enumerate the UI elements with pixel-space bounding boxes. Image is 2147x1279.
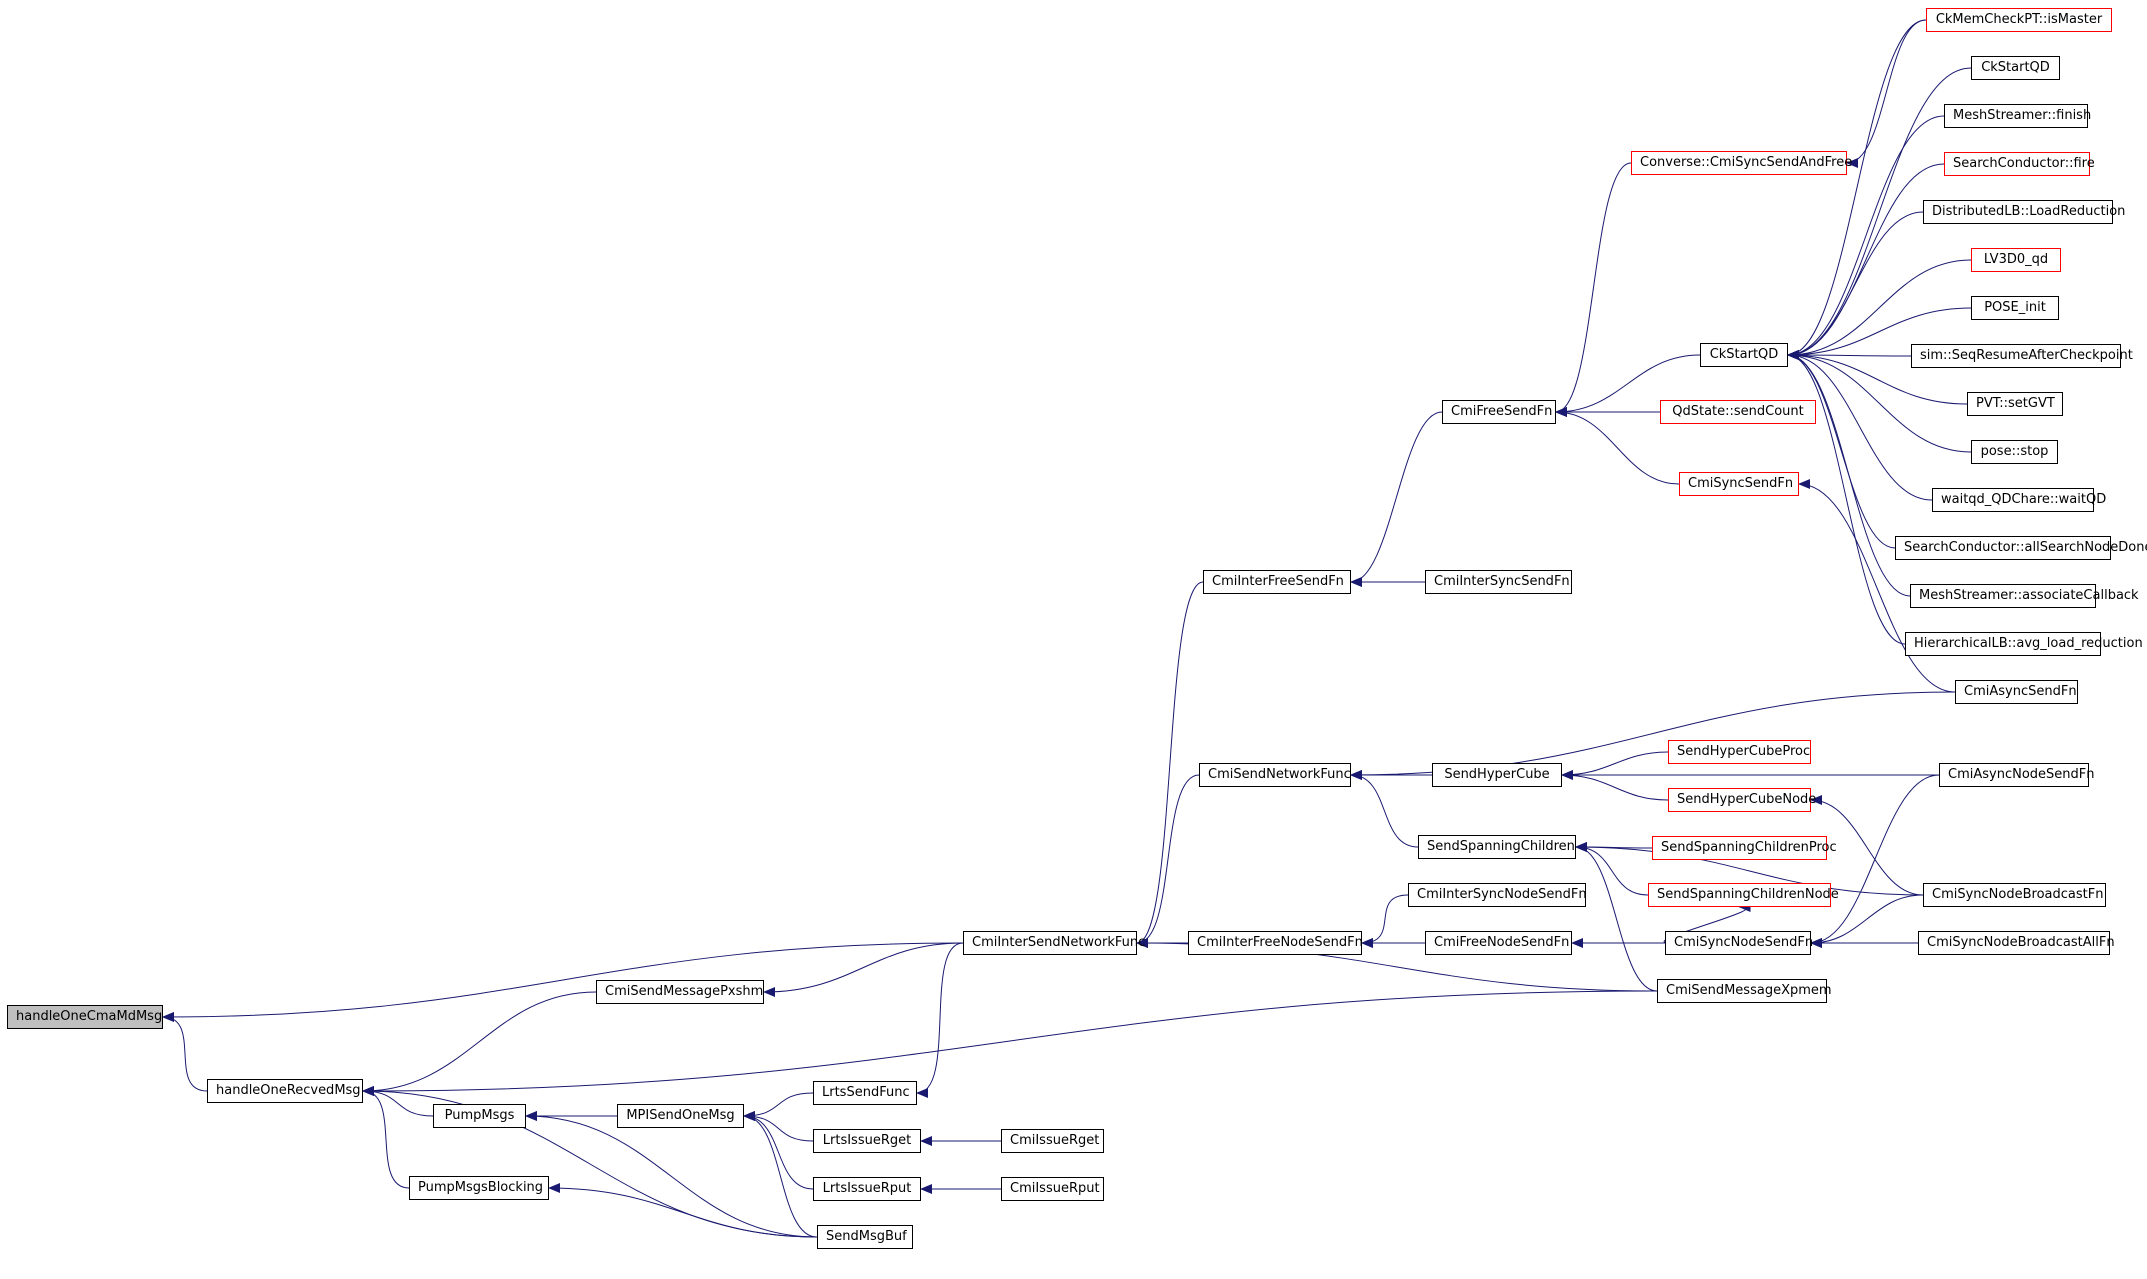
node-searchconductor-fire[interactable]: SearchConductor::fire [1944,152,2095,176]
node-cmiasyncsendfn[interactable]: CmiAsyncSendFn [1955,680,2078,704]
edge-handleonerecvedmsg-to-handleonecmamdmsg [162,1012,208,1092]
edge-cmiasyncnodesendfn-to-cmisyncnodesendfn [1810,774,1940,948]
edge-searchconductor-fire-to-ckstartqd-a [1787,163,1945,360]
edge-cmisendmessagepxshm-to-handleonerecvedmsg [362,991,597,1096]
edge-ckmemcheckpt-ismaster-to-ckstartqd-a [1787,19,1927,360]
node-cmifreesendfn[interactable]: CmiFreeSendFn [1442,400,1556,424]
edge-cmisyncnodebroadcastfn-to-cmisyncnodesendfn [1810,894,1924,948]
edge-cmifreesendfn-to-cmiinterfreesendfn [1350,411,1443,587]
node-lrtsissuerget[interactable]: LrtsIssueRget [813,1129,921,1153]
edge-cmisyncnodesendfn-to-sendspanningchildrennode [1663,902,1751,944]
edge-cmisyncnodebroadcastfn-to-sendspanningchildren [1575,842,1924,896]
node-sendmsgbuf[interactable]: SendMsgBuf [817,1225,913,1249]
node-distributedlb-loadreduction[interactable]: DistributedLB::LoadReduction [1923,200,2125,224]
node-qdstate-sendcount[interactable]: QdState::sendCount [1660,400,1816,424]
node-cmisyncsendfn[interactable]: CmiSyncSendFn [1679,472,1799,496]
edge-lrtsissuerput-to-mpisendonemsg [743,1111,814,1190]
node-cmiissuerput[interactable]: CmiIssueRput [1001,1177,1104,1201]
edge-pvt-setgvt-to-ckstartqd-a [1787,350,1968,405]
edge-converse-cmisyncsendandfree-to-cmifreesendfn [1555,162,1632,417]
edge-pumpmsgsblocking-to-handleonerecvedmsg [362,1086,410,1189]
node-sendspanningchildrennode[interactable]: SendSpanningChildrenNode [1648,883,1839,907]
edge-ckstartqd-a-to-cmifreesendfn [1555,354,1701,417]
edge-cmisyncnodebroadcastfn-to-sendhypercubenode [1810,795,1924,896]
edge-sendhypercubeproc-to-sendhypercube [1561,751,1669,780]
node-cmisendnetworkfunc[interactable]: CmiSendNetworkFunc [1199,763,1351,787]
edge-pumpmsgs-to-handleonerecvedmsg [362,1086,434,1117]
node-handleonecmamdmsg[interactable]: handleOneCmaMdMsg [7,1005,163,1029]
edge-sendmsgbuf-to-pumpmsgs [525,1111,818,1238]
edge-waitqd-qdchare-waitqd-to-ckstartqd-a [1787,350,1933,501]
node-cmisendmessagexpmem[interactable]: CmiSendMessageXpmem [1657,979,1832,1003]
node-pose-stop[interactable]: pose::stop [1971,440,2058,464]
node-pumpmsgs[interactable]: PumpMsgs [433,1104,526,1128]
node-handleonerecvedmsg[interactable]: handleOneRecvedMsg [207,1079,363,1103]
node-cmiinterfreenodesendfn[interactable]: CmiInterFreeNodeSendFn [1188,931,1363,955]
node-sendspanningchildrenproc[interactable]: SendSpanningChildrenProc [1652,836,1837,860]
edge-cmisendnetworkfunc-to-cmiintersendnetworkfunc [1136,774,1200,948]
node-cmiissuerget[interactable]: CmiIssueRget [1001,1129,1104,1153]
node-pumpmsgsblocking[interactable]: PumpMsgsBlocking [409,1176,549,1200]
edge-sendmsgbuf-to-handleonerecvedmsg [362,1086,818,1238]
edge-cmiintersendnetworkfunc-to-cmisendmessagepxshm [763,942,964,997]
edge-sendmsgbuf-to-mpisendonemsg [743,1111,818,1238]
node-ckstartqd-a[interactable]: CkStartQD [1700,343,1788,367]
node-waitqd-qdchare-waitqd[interactable]: waitqd_QDChare::waitQD [1932,488,2106,512]
node-cmiinterfreesendfn[interactable]: CmiInterFreeSendFn [1203,570,1351,594]
node-ckstartqd-b[interactable]: CkStartQD [1971,56,2060,80]
edge-cmiasyncsendfn-to-cmisyncsendfn [1798,479,1956,693]
edge-cmiintersendnetworkfunc-to-lrtssendfunc [916,942,964,1098]
edge-sendhypercubenode-to-sendhypercube [1561,770,1669,801]
node-cmisendmessagepxshm[interactable]: CmiSendMessagePxshm [596,980,764,1004]
node-cmiintersyncsendfn[interactable]: CmiInterSyncSendFn [1425,570,1572,594]
node-lrtssendfunc[interactable]: LrtsSendFunc [813,1081,917,1105]
node-sendhypercubeproc[interactable]: SendHyperCubeProc [1668,740,1811,764]
edge-ckstartqd-b-to-ckstartqd-a [1787,67,1972,360]
node-cmiintersendnetworkfunc[interactable]: CmiInterSendNetworkFunc [963,931,1145,955]
edge-cmiinterfreesendfn-to-cmiintersendnetworkfunc [1136,581,1204,948]
node-cmisyncnodebroadcastfn[interactable]: CmiSyncNodeBroadcastFn [1923,883,2106,907]
node-cmiasyncnodesendfn[interactable]: CmiAsyncNodeSendFn [1939,763,2095,787]
node-cmifreenodesendfn[interactable]: CmiFreeNodeSendFn [1425,931,1572,955]
edge-cmiintersendnetworkfunc-to-handleonecmamdmsg [162,942,964,1022]
edge-searchconductor-allsearchnodedone-to-ckstartqd-a [1787,350,1896,549]
edge-sendmsgbuf-to-pumpmsgsblocking [548,1183,818,1238]
edge-distributedlb-loadreduction-to-ckstartqd-a [1787,211,1924,360]
node-pose-init[interactable]: POSE_init [1971,296,2059,320]
node-meshstreamer-associatecallback[interactable]: MeshStreamer::associateCallback [1910,584,2139,608]
node-sim-seqresumeaftercheckpoint[interactable]: sim::SeqResumeAfterCheckpoint [1911,344,2133,368]
node-ckmemcheckpt-ismaster[interactable]: CkMemCheckPT::isMaster [1926,8,2112,32]
edge-ckmemcheckpt-ismaster-to-converse-cmisyncsendandfree [1846,19,1927,168]
node-hierarchicallb-avg-load-reduction[interactable]: HierarchicalLB::avg_load_reduction [1905,632,2143,656]
edge-sendspanningchildren-to-cmisendnetworkfunc [1350,770,1419,848]
edge-cmiintersyncnodesendfn-to-cmiinterfreenodesendfn [1361,894,1409,948]
node-lv3d0-qd[interactable]: LV3D0_qd [1971,248,2061,272]
edge-hierarchicallb-avg-load-reduction-to-ckstartqd-a [1787,350,1906,645]
node-cmiintersyncnodesendfn[interactable]: CmiInterSyncNodeSendFn [1408,883,1587,907]
node-cmisyncnodebroadcastallfn[interactable]: CmiSyncNodeBroadcastAllFn [1918,931,2115,955]
edge-cmisendmessagexpmem-to-sendspanningchildren [1575,842,1658,992]
node-sendspanningchildren[interactable]: SendSpanningChildren [1418,835,1576,859]
node-mpisendonemsg[interactable]: MPISendOneMsg [617,1104,744,1128]
node-lrtsissuerput[interactable]: LrtsIssueRput [813,1177,921,1201]
edge-meshstreamer-associatecallback-to-ckstartqd-a [1787,350,1911,597]
edge-lv3d0-qd-to-ckstartqd-a [1787,259,1972,360]
edge-cmisendmessagexpmem-to-handleonerecvedmsg [362,990,1658,1096]
node-meshstreamer-finish[interactable]: MeshStreamer::finish [1944,104,2091,128]
edge-lrtssendfunc-to-mpisendonemsg [743,1092,814,1121]
edge-meshstreamer-finish-to-ckstartqd-a [1787,115,1945,360]
node-sendhypercubenode[interactable]: SendHyperCubeNode [1668,788,1816,812]
edge-sendspanningchildrennode-to-sendspanningchildren [1575,842,1649,896]
edge-pose-init-to-ckstartqd-a [1787,307,1972,360]
edge-pose-stop-to-ckstartqd-a [1787,350,1972,453]
node-pvt-setgvt[interactable]: PVT::setGVT [1967,392,2063,416]
node-cmisyncnodesendfn[interactable]: CmiSyncNodeSendFn [1665,931,1813,955]
node-converse-cmisyncsendandfree[interactable]: Converse::CmiSyncSendAndFree [1631,151,1852,175]
edge-cmisyncsendfn-to-cmifreesendfn [1555,407,1680,485]
node-sendhypercube[interactable]: SendHyperCube [1432,763,1562,787]
edge-sim-seqresumeaftercheckpoint-to-ckstartqd-a [1787,350,1912,361]
node-searchconductor-allsearchnodedone[interactable]: SearchConductor::allSearchNodeDone [1895,536,2147,560]
